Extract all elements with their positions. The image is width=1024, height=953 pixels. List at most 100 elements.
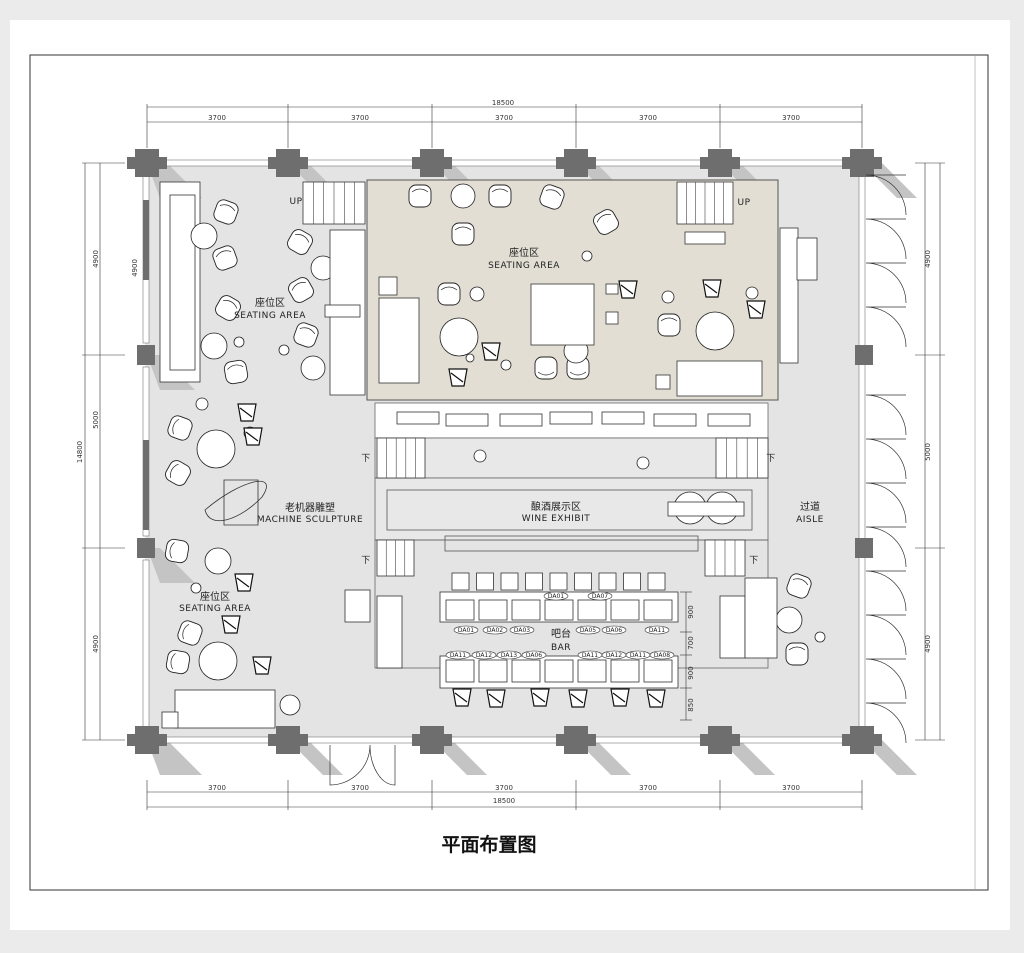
bar-tag: DA08 — [654, 652, 670, 659]
walkway — [374, 437, 769, 479]
seating-left-top-cn: 座位区 — [255, 296, 285, 309]
bar-stool — [530, 688, 550, 707]
sculpture-en: MACHINE SCULPTURE — [257, 515, 363, 525]
seating-center-cn: 座位区 — [509, 246, 539, 259]
column-shadow — [288, 740, 343, 775]
window — [731, 159, 851, 167]
side-table — [605, 311, 619, 325]
dim-top-seg: 3700 — [351, 114, 369, 122]
dim-left-total: 14800 — [76, 441, 84, 463]
bar-stool — [568, 689, 588, 708]
column-shadow — [862, 163, 917, 198]
armchair — [213, 199, 239, 225]
bar-tag: DA12 — [476, 652, 492, 659]
armchair — [293, 322, 319, 348]
bar-stool — [481, 342, 501, 361]
wall-cabinet — [779, 227, 799, 364]
column — [855, 538, 873, 558]
door-swing — [865, 526, 907, 568]
round-table — [465, 353, 475, 363]
bar-stool — [234, 573, 254, 592]
column — [855, 345, 873, 365]
armchair — [437, 282, 461, 306]
armchair — [451, 222, 475, 246]
bar-equipment — [610, 599, 640, 621]
dim-bottom-seg: 3700 — [495, 784, 513, 792]
window — [142, 559, 150, 729]
column — [700, 157, 740, 169]
bar-tag: DA05 — [580, 627, 596, 634]
bar-en: BAR — [551, 643, 571, 653]
dim-bar-seg: 700 — [687, 636, 695, 649]
sculpture-cn: 老机器雕塑 — [285, 501, 335, 514]
armchair — [534, 356, 558, 380]
bar-stool-seat — [647, 572, 666, 591]
tag-bubble — [587, 591, 613, 601]
dim-right-seg: 4900 — [924, 635, 932, 653]
door-swing — [865, 394, 907, 436]
armchair — [408, 184, 432, 208]
dim-right-seg: 4900 — [924, 250, 932, 268]
dim-bar-seg: 900 — [687, 666, 695, 679]
bar-tag: DA11 — [630, 652, 646, 659]
stair-down-label: 下 — [749, 556, 759, 566]
dim-left-seg: 4900 — [92, 250, 100, 268]
bar-stool — [618, 280, 638, 299]
side-table — [605, 283, 619, 295]
furniture — [159, 181, 826, 729]
bar-tag: DA01 — [458, 627, 474, 634]
round-table — [814, 631, 826, 643]
bar-stool — [237, 403, 257, 422]
shelf — [684, 231, 726, 245]
stair-down-label: 下 — [766, 454, 776, 464]
dim-top-total: 18500 — [492, 99, 514, 107]
tag-bubble — [644, 625, 670, 635]
bar-stool — [243, 427, 263, 446]
bar-stool — [448, 368, 468, 387]
dim-bottom-seg: 3700 — [208, 784, 226, 792]
round-table — [450, 183, 476, 209]
tag-bubble — [521, 650, 547, 660]
bar-stool — [486, 689, 506, 708]
armchair — [212, 245, 238, 271]
wine-exhibit-cn: 酿酒展示区 — [531, 500, 581, 513]
bar-tag: DA02 — [487, 627, 503, 634]
drawing-title: 平面布置图 — [441, 833, 536, 856]
door-swing — [865, 174, 907, 216]
door-swing — [865, 218, 907, 260]
seating-left-top-en: SEATING AREA — [234, 311, 306, 321]
armchair — [223, 359, 249, 385]
wall-segment — [143, 440, 149, 530]
round-table — [190, 582, 202, 594]
display-item — [707, 413, 751, 427]
column-shadow — [576, 740, 631, 775]
armchair — [593, 209, 619, 235]
bar-equipment — [610, 659, 640, 683]
round-table — [200, 332, 228, 360]
stair-up-right-label: UP — [737, 198, 750, 208]
round-table — [636, 456, 650, 470]
stair-down-label: 下 — [361, 454, 371, 464]
round-table — [695, 311, 735, 351]
exhibit-bench — [444, 535, 699, 552]
display-item — [396, 411, 440, 425]
bar-tag: DA11 — [582, 652, 598, 659]
armchair — [786, 573, 812, 599]
bar-tag: DA12 — [606, 652, 622, 659]
dim-bar-seg: 850 — [687, 698, 695, 711]
round-table — [300, 355, 326, 381]
tag-bubble — [496, 650, 522, 660]
dim-top-seg: 3700 — [782, 114, 800, 122]
bar-tag: DA06 — [526, 652, 542, 659]
door-swing — [865, 614, 907, 656]
bar-equipment — [544, 599, 574, 621]
bar-stool-seat — [451, 572, 470, 591]
bar-equipment — [511, 659, 541, 683]
column-shadow — [432, 740, 487, 775]
bar-stool — [252, 656, 272, 675]
tag-bubble — [509, 625, 535, 635]
wall-right — [858, 162, 866, 741]
counter — [376, 595, 403, 669]
column-shadow — [862, 740, 917, 775]
sheet-border — [29, 54, 989, 891]
